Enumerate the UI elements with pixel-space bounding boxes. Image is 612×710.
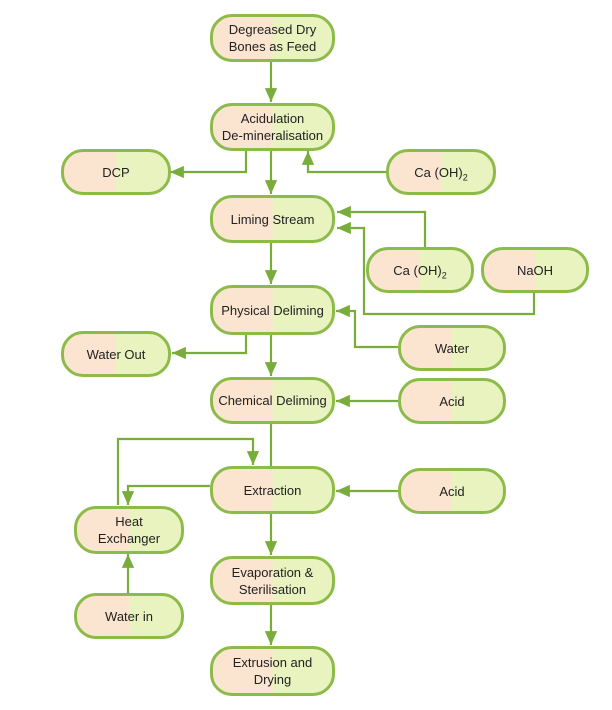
node-acid-2-label: Acid [439, 483, 465, 499]
node-caoh2-top: Ca (OH)2 [386, 149, 496, 195]
arrow-naoh-to-liming [337, 221, 536, 316]
node-chemical-deliming-label: Chemical Deliming [218, 393, 327, 408]
node-evaporation-line1: Evaporation & [231, 564, 314, 580]
arrow-caoh2-to-liming [337, 205, 427, 248]
arrow-caoh2-to-acidulation [301, 151, 386, 174]
node-caoh2-top-prefix: Ca (OH) [414, 164, 463, 180]
node-feed-line2: Bones as Feed [228, 39, 317, 54]
node-acid-1-label: Acid [439, 393, 465, 409]
arrow-heat-exchanger-to-extraction [116, 437, 260, 505]
node-water-in: Water in [74, 593, 184, 639]
arrow-physical-to-water-out [172, 334, 248, 360]
node-caoh2-mid-prefix: Ca (OH) [393, 262, 442, 278]
node-acidulation-line2: De-mineralisation [221, 128, 324, 143]
node-caoh2-mid-subscript: 2 [441, 270, 447, 281]
node-acid-2: Acid [398, 468, 506, 514]
node-naoh: NaOH [481, 247, 589, 293]
node-heat-exchanger-line1: Heat [115, 514, 143, 529]
node-extraction-label: Extraction [243, 482, 302, 498]
node-liming-stream: Liming Stream [210, 195, 335, 243]
node-water-label: Water [434, 340, 470, 356]
node-caoh2-mid-label: Ca (OH)2 [393, 262, 447, 281]
node-dcp: DCP [61, 149, 171, 195]
node-acid-1: Acid [398, 378, 506, 424]
node-caoh2-top-label: Ca (OH)2 [414, 164, 468, 183]
node-extraction: Extraction [210, 466, 335, 514]
node-heat-exchanger: Heat Exchanger [74, 506, 184, 554]
arrow-acidulation-to-dcp [170, 150, 248, 179]
node-acidulation: Acidulation De-mineralisation [210, 103, 335, 151]
node-water-out: Water Out [61, 331, 171, 377]
node-water: Water [398, 325, 506, 371]
node-feed-line1: Degreased Dry [228, 22, 317, 37]
node-water-in-label: Water in [105, 608, 153, 624]
node-physical-deliming-label: Physical Deliming [221, 302, 324, 318]
node-extrusion-line1: Extrusion and [232, 655, 313, 670]
arrow-extraction-to-heat-exchanger [121, 484, 210, 505]
arrow-water-to-physical [336, 304, 398, 349]
node-evaporation-line2: Sterilisation [238, 581, 307, 597]
node-caoh2-top-subscript: 2 [462, 172, 468, 183]
node-evaporation: Evaporation & Sterilisation [210, 556, 335, 605]
node-feed: Degreased Dry Bones as Feed [210, 14, 335, 62]
node-dcp-label: DCP [102, 164, 130, 180]
node-extrusion-line2: Drying [253, 672, 292, 687]
node-acidulation-line1: Acidulation [240, 111, 305, 126]
node-caoh2-mid: Ca (OH)2 [366, 247, 474, 293]
node-physical-deliming: Physical Deliming [210, 285, 335, 335]
node-extrusion: Extrusion and Drying [210, 646, 335, 696]
node-heat-exchanger-line2: Exchanger [97, 531, 161, 546]
node-water-out-label: Water Out [86, 346, 146, 362]
node-naoh-label: NaOH [516, 262, 554, 278]
node-liming-stream-label: Liming Stream [230, 211, 315, 227]
node-chemical-deliming: Chemical Deliming [210, 377, 335, 424]
